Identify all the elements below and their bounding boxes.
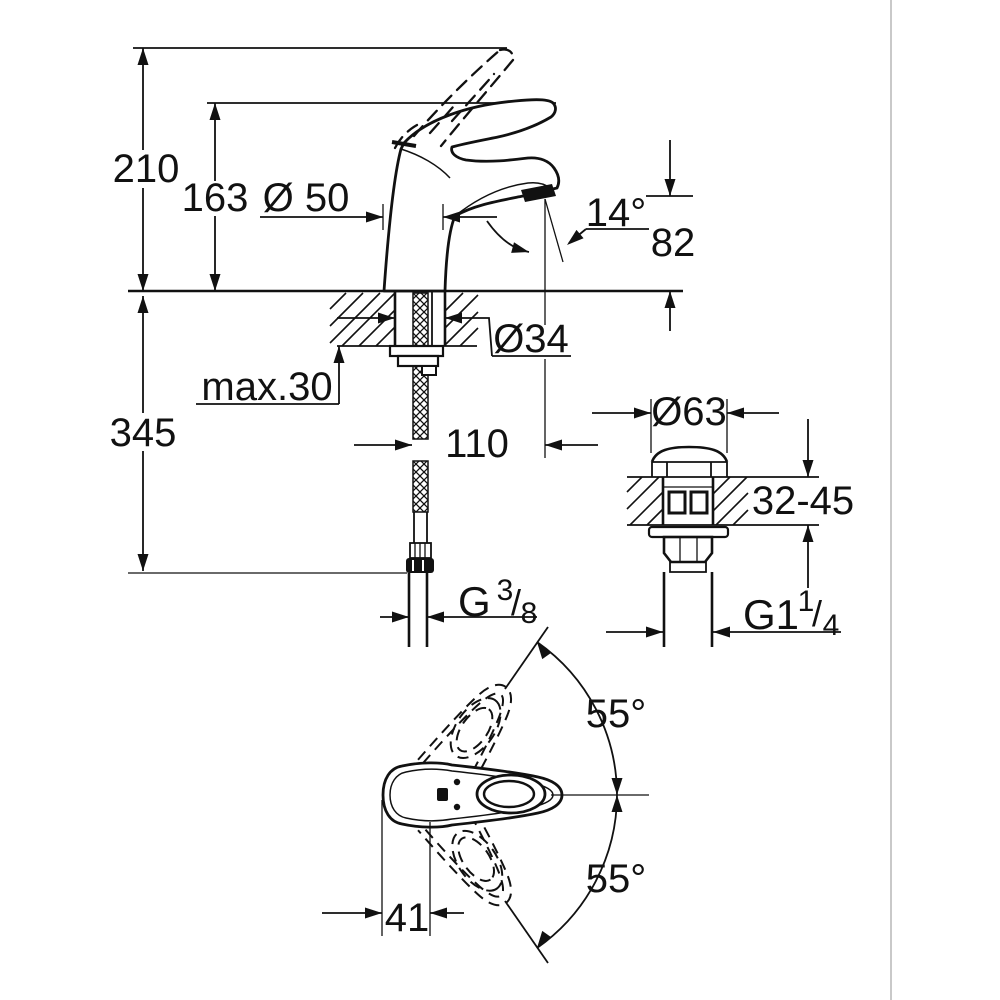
dim-345-label: 345 bbox=[110, 411, 177, 455]
dim-14deg-label: 14° bbox=[586, 191, 647, 235]
hose-nut bbox=[406, 558, 434, 573]
spray-arc bbox=[486, 220, 530, 253]
dim-41-label: 41 bbox=[385, 896, 430, 940]
dim-3245: 32-45 bbox=[752, 419, 854, 588]
dim-55-lower-label: 55° bbox=[586, 857, 647, 901]
basin-hatching bbox=[626, 476, 749, 526]
dim-g114-denominator: 4 bbox=[823, 609, 840, 642]
dim-g114-slash: / bbox=[812, 593, 822, 634]
handle-top-view bbox=[381, 761, 564, 829]
handle-loop-inner bbox=[482, 779, 536, 809]
side-view: 210 163 Ø 50 14° 82 bbox=[110, 47, 695, 647]
spray-angle-line bbox=[544, 198, 564, 263]
dim-163-label: 163 bbox=[182, 176, 249, 220]
swing-arc-upper bbox=[536, 641, 618, 796]
swing-arc-lower bbox=[536, 794, 618, 949]
dim-g38-denominator: 8 bbox=[521, 597, 538, 630]
aerator bbox=[521, 184, 556, 202]
body-seam bbox=[400, 148, 451, 179]
dim-210: 210 bbox=[113, 48, 180, 291]
dim-d63-label: Ø63 bbox=[651, 390, 727, 434]
overflow-slot-left bbox=[667, 490, 687, 515]
handle-swung-down-dashed bbox=[417, 795, 513, 907]
mounting-hardware bbox=[388, 344, 445, 376]
handle-dot-top bbox=[453, 778, 461, 786]
dim-82-label: 82 bbox=[651, 221, 696, 265]
waste-locknut bbox=[647, 525, 730, 647]
dim-g114: G1 1 / 4 bbox=[606, 585, 841, 642]
faucet-body-outline bbox=[382, 98, 561, 293]
dim-210-label: 210 bbox=[113, 147, 180, 191]
overflow-slot-right bbox=[689, 490, 709, 515]
dim-max30: max.30 bbox=[196, 346, 345, 409]
dim-g114-prefix: G1 bbox=[743, 591, 799, 638]
dim-55-upper-label: 55° bbox=[586, 692, 647, 736]
waste-tailpiece bbox=[662, 572, 714, 647]
waste-drain-view: Ø63 32-45 G1 1 / 4 bbox=[592, 390, 854, 647]
dim-d50-label: Ø 50 bbox=[263, 176, 350, 220]
swing-axis-upper bbox=[504, 626, 549, 690]
handle-swung-up-dashed bbox=[417, 683, 513, 795]
top-view: 55° 55° 41 bbox=[322, 626, 649, 964]
handle-pivot-mark bbox=[437, 788, 448, 801]
waste-body bbox=[661, 477, 715, 525]
cartridge-cap-seam bbox=[391, 140, 417, 148]
dim-max30-label: max.30 bbox=[201, 365, 332, 409]
waste-cap bbox=[650, 445, 729, 477]
dim-g114-numerator: 1 bbox=[798, 585, 815, 618]
dim-41: 41 bbox=[322, 800, 464, 940]
dim-g38-numerator: 3 bbox=[497, 574, 514, 607]
handle-dot-bottom bbox=[453, 803, 461, 811]
dim-110-label: 110 bbox=[445, 422, 509, 466]
dim-110: 110 bbox=[354, 422, 598, 466]
dim-163: 163 bbox=[182, 103, 249, 291]
dim-g38: G 3 / 8 bbox=[380, 574, 537, 630]
raised-handle-dashed bbox=[393, 48, 515, 150]
dim-g38-prefix: G bbox=[458, 578, 491, 625]
dim-d50: Ø 50 bbox=[260, 176, 497, 230]
spout-seam bbox=[454, 182, 551, 217]
dim-3245-label: 32-45 bbox=[752, 479, 854, 523]
dim-d34: Ø34 bbox=[337, 312, 571, 361]
dim-345: 345 bbox=[110, 296, 177, 571]
dim-d63: Ø63 bbox=[592, 390, 779, 453]
swing-axis-lower bbox=[504, 900, 549, 964]
hose-tail-tube bbox=[407, 573, 429, 647]
dim-d34-label: Ø34 bbox=[493, 317, 569, 361]
dim-g38-slash: / bbox=[511, 582, 521, 623]
dim-82: 82 bbox=[646, 140, 695, 331]
